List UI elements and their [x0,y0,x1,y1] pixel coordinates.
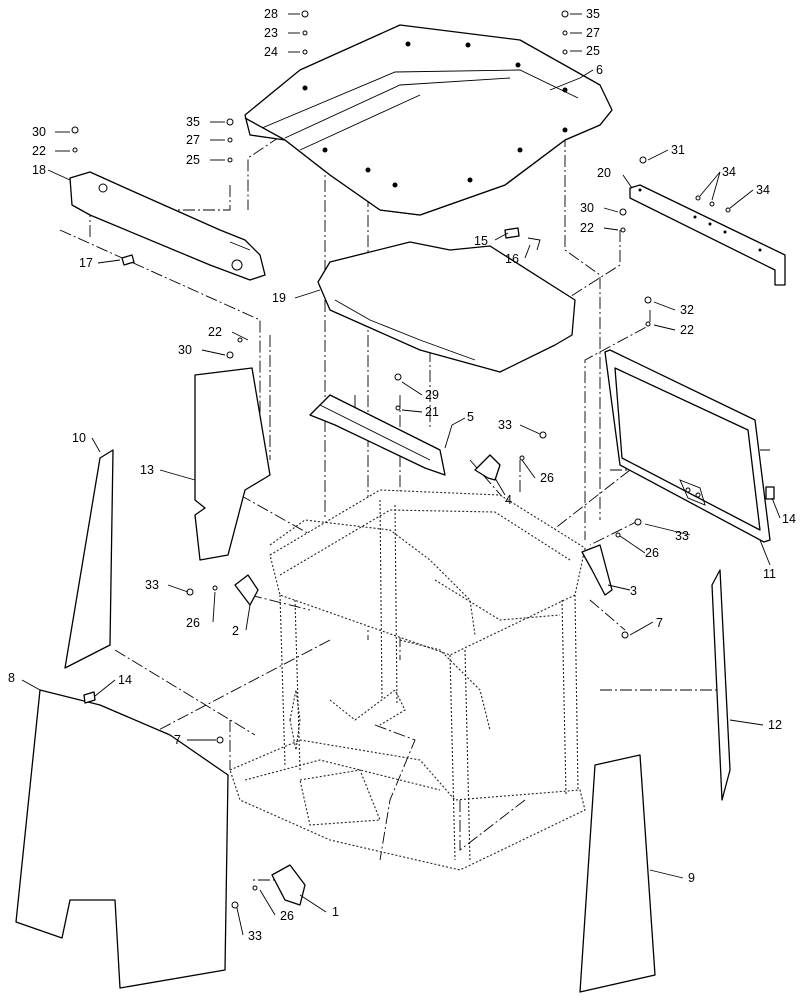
clip-16 [527,237,541,251]
callout-34: 34 [756,183,770,197]
windshield-8 [15,689,229,989]
bracket-2 [234,574,259,606]
fasteners [71,10,731,909]
callout-26: 26 [645,546,659,560]
callout-35: 35 [586,7,600,21]
callout-29: 29 [425,388,439,402]
callout-25: 25 [186,153,200,167]
callout-7: 7 [656,616,663,630]
callout-9: 9 [688,871,695,885]
cab-frame [229,489,586,871]
callout-33: 33 [145,578,159,592]
left-roof-bracket [69,171,266,281]
callout-28: 28 [264,7,278,21]
callout-4: 4 [505,493,512,507]
bracket-3 [581,544,613,596]
callout-leaders [21,13,781,936]
clip-15 [504,227,520,239]
callout-6: 6 [596,63,603,77]
callout-27: 27 [186,133,200,147]
callout-10: 10 [72,431,86,445]
callout-27: 27 [586,26,600,40]
callout-18: 18 [32,163,46,177]
callout-22: 22 [680,323,694,337]
callout-3: 3 [630,584,637,598]
callout-22: 22 [580,221,594,235]
callout-21: 21 [425,405,439,419]
right-side-window-12 [711,569,731,801]
callout-8: 8 [8,671,15,685]
callout-11: 11 [763,567,776,581]
callout-30: 30 [178,343,192,357]
side-window-13 [194,367,271,561]
callout-20: 20 [597,166,611,180]
callout-12: 12 [768,718,782,732]
cross-bracket-5 [309,394,446,476]
callout-22: 22 [208,325,222,339]
callout-22: 22 [32,144,46,158]
callout-23: 23 [264,26,278,40]
small-bracket-4 [474,454,501,481]
callout-35: 35 [186,115,200,129]
right-strip-20 [629,184,786,286]
callout-16: 16 [505,252,519,266]
callout-30: 30 [32,125,46,139]
callout-25: 25 [586,44,600,58]
callout-26: 26 [186,616,200,630]
roof-panel [244,24,613,216]
callout-15: 15 [474,234,488,248]
callout-1: 1 [332,905,339,919]
callout-14: 14 [782,512,796,526]
callout-24: 24 [264,45,278,59]
callout-14: 14 [118,673,132,687]
callout-33: 33 [675,529,689,543]
callout-32: 32 [680,303,694,317]
callout-7: 7 [174,733,181,747]
headliner-panel-19 [317,241,576,373]
callout-30: 30 [580,201,594,215]
callout-5: 5 [467,410,474,424]
callout-31: 31 [671,143,685,157]
narrow-window-10 [64,449,114,669]
callout-33: 33 [248,929,262,943]
bracket-1 [271,864,306,906]
tag-14 [83,691,96,704]
callout-13: 13 [140,463,154,477]
callout-33: 33 [498,418,512,432]
rear-window-frame-11 [604,349,775,543]
callout-17: 17 [79,256,93,270]
lower-glass-9 [579,754,656,993]
callout-2: 2 [232,624,239,638]
callout-34: 34 [722,165,736,179]
callout-labels: 28 23 24 35 27 25 6 35 27 25 30 22 18 17… [8,7,796,943]
callout-26: 26 [540,471,554,485]
callout-19: 19 [272,291,286,305]
callout-26: 26 [280,909,294,923]
small-clip-17 [121,254,135,266]
